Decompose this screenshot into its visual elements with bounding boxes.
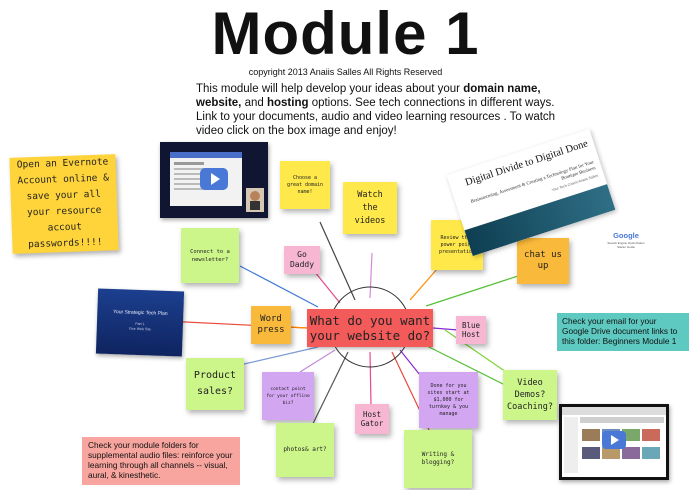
sticky-note-evernote: Open an Evernote Account online & save y… xyxy=(9,154,119,254)
intro-bold-1: domain name, website, xyxy=(196,83,541,109)
intro-paragraph: This module will help develop your ideas… xyxy=(196,82,576,138)
sticky-note-contact-point: contact point for your offline biz? xyxy=(262,372,314,420)
connector-line xyxy=(369,252,373,299)
play-button-icon[interactable] xyxy=(602,431,626,449)
connector-line xyxy=(432,327,459,331)
video-thumbnail-graphic xyxy=(170,152,264,212)
video-demo-graphic xyxy=(562,407,666,473)
page-title: Module 1 xyxy=(211,0,480,67)
intro-text-1: This module will help develop your ideas… xyxy=(196,83,464,95)
sticky-note-wordpress: Word press xyxy=(251,306,291,344)
connector-line xyxy=(425,275,519,307)
sticky-note-newsletter: Connect to a newsletter? xyxy=(181,228,239,283)
tech-plan-title: Your Strategic Tech Plan xyxy=(112,309,168,317)
sticky-note-chat: chat us up xyxy=(517,238,569,284)
sticky-note-writing: Writing & blogging? xyxy=(404,430,472,488)
connector-line xyxy=(424,344,506,386)
info-box-email: Check your email for your Google Drive d… xyxy=(557,313,689,351)
intro-text-3: options. See tech connections in differe… xyxy=(196,97,556,137)
connector-line xyxy=(239,346,319,366)
google-caption: Search Engine Optimization Starter Guide xyxy=(607,241,645,249)
google-seo-guide-thumbnail[interactable]: Google Search Engine Optimization Starte… xyxy=(605,226,647,254)
copyright-text: copyright 2013 Anaiis Salles All Rights … xyxy=(248,67,443,77)
connector-line xyxy=(239,265,319,308)
intro-text-2: and xyxy=(241,97,267,109)
connector-line xyxy=(299,349,336,373)
info-box-audio: Check your module folders for supplement… xyxy=(82,437,240,485)
google-logo: Google xyxy=(613,231,639,240)
sticky-note-watch-videos: Watch the videos xyxy=(343,182,397,234)
connector-line xyxy=(399,349,421,376)
intro-bold-2: hosting xyxy=(266,97,309,109)
sticky-note-hostgator: Host Gator xyxy=(355,404,389,434)
play-button-icon[interactable] xyxy=(200,168,228,190)
sticky-note-domain: Choose a great domain name! xyxy=(280,161,330,209)
central-question: What do you want your website do? xyxy=(307,309,433,347)
video-thumbnail-main[interactable] xyxy=(160,142,268,218)
sticky-note-product-sales: Product sales? xyxy=(186,358,244,410)
connector-line xyxy=(369,351,372,406)
sticky-note-bluehost: Blue Host xyxy=(456,316,486,344)
sticky-note-done-for-you: Done for you sites start at $1,000 for t… xyxy=(419,372,478,428)
video-thumbnail-demo[interactable] xyxy=(559,404,669,480)
sticky-note-photos: photos& art? xyxy=(276,423,334,477)
connector-line xyxy=(319,221,356,301)
slide-thumbnail-tech-plan[interactable]: Your Strategic Tech Plan Part 1 Your Web… xyxy=(95,288,185,357)
connector-line xyxy=(289,326,308,329)
sticky-note-video-demos: Video Demos? Coaching? xyxy=(503,370,557,420)
sticky-note-godaddy: Go Daddy xyxy=(284,246,320,274)
